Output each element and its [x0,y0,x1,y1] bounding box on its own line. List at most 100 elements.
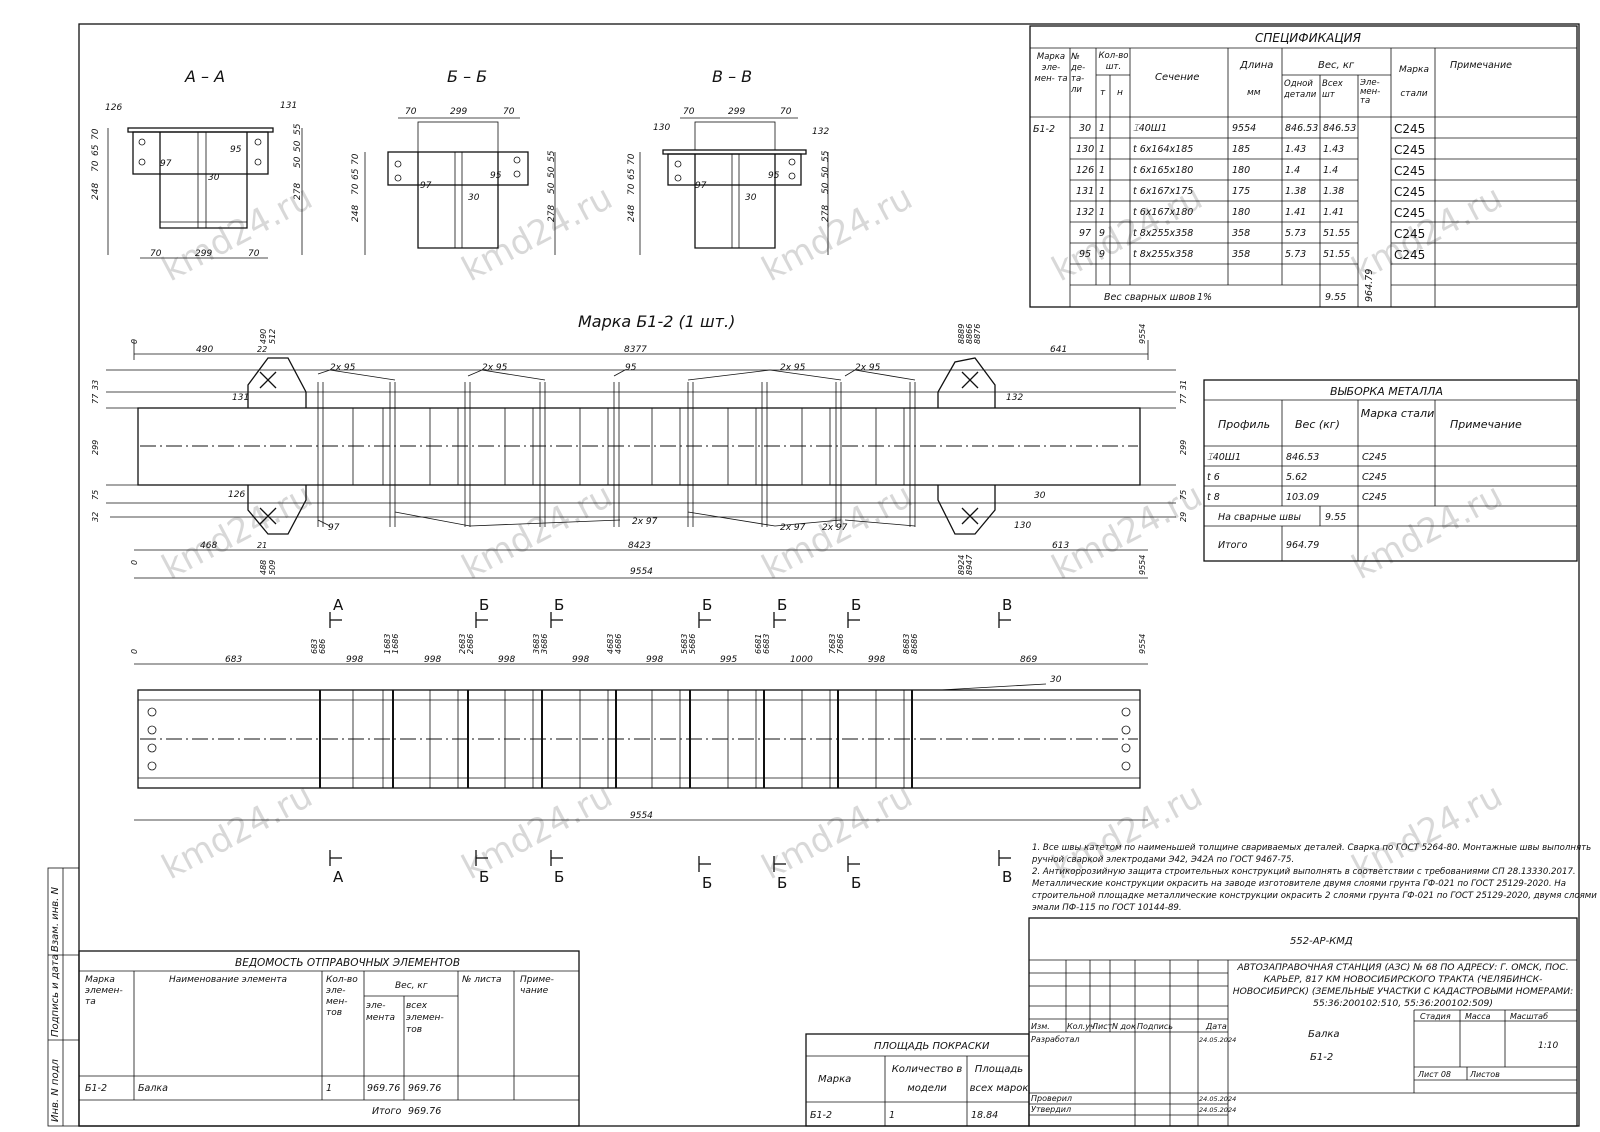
shipping-title: ВЕДОМОСТЬ ОТПРАВОЧНЫХ ЭЛЕМЕНТОВ [235,957,460,969]
dim-label: 2686 [466,634,475,654]
side-label-sign: Подпись и дата [50,954,61,1037]
dim-label: 70 [503,107,515,117]
callout: 95 [625,363,637,373]
dim-label: 299 [728,107,745,117]
cut-label: В [1002,596,1012,614]
stamp-title-1: Балка [1308,1029,1340,1040]
dim-label: 998 [498,655,515,665]
dim-label: 131 [280,101,297,111]
dim-label: 998 [646,655,663,665]
metal-weld-label: На сварные швы [1218,512,1302,523]
paint-header-mark: Марка [818,1074,851,1085]
dim-label: 998 [346,655,363,665]
dim-label: 509 [268,560,277,575]
dim-label: 0 [130,560,139,565]
metal-weld-value: 9.55 [1325,512,1346,523]
dim-label: 50 [821,182,831,194]
shipping-cell-name: Балка [138,1083,168,1094]
dim-label: 77 [91,393,100,404]
metal-row: ⌶40Ш1 846.53 С245 [1207,452,1387,463]
spec-cell-no: 132 [1076,207,1094,218]
spec-cell-all: 846.53 [1323,123,1356,134]
side-label-inv: Инв. N подл [50,1059,61,1122]
paint-header-area: Площадь всех марок [969,1064,1029,1094]
callout: 2х 95 [780,363,806,373]
spec-header-qty-t: т [1100,88,1106,98]
section-aa-title: А – А [184,67,225,86]
spec-cell-qty: 9 [1099,228,1105,239]
spec-cell-length: 180 [1232,207,1250,218]
dim-label: 65 [91,144,101,156]
stamp-role-date: 24.05.2024 [1199,1095,1236,1103]
dim-label: 29 [1179,512,1188,522]
dim-label: 70 [405,107,417,117]
stamp-col: N док [1112,1022,1136,1031]
spec-cell-length: 9554 [1232,123,1256,134]
shipping-header-w-el: эле- мента [366,1001,395,1023]
dim-label: 683 [310,639,319,654]
metal-total-label: Итого [1218,540,1247,551]
part-mark: 132 [1006,393,1023,403]
spec-header-qty-n: н [1117,88,1123,98]
dim-label: 686 [318,639,327,654]
dim-label: 8683 [902,634,911,654]
stamp-role: Проверил [1031,1094,1072,1103]
spec-header-note: Примечание [1450,60,1512,71]
dim-label: 299 [91,440,100,455]
shipping-header-w-all: всех элемен- тов [406,1001,444,1035]
part-mark: 30 [745,193,757,203]
watermark: kmd24.ru [755,776,919,888]
callout: 2х 97 [780,523,806,533]
dim-label: 22 [257,345,267,354]
dim-label: 50 [547,182,557,194]
spec-cell-qty: 1 [1099,144,1105,155]
dim-label: 3686 [540,634,549,654]
shipping-cell-mark: Б1-2 [85,1083,107,1094]
metal-row: t 8 103.09 С245 [1207,492,1387,503]
spec-cell-all: 51.55 [1323,249,1350,260]
spec-header-section: Сечение [1155,72,1199,83]
spec-cell-no: 126 [1076,165,1094,176]
dim-label: 9554 [1138,555,1147,575]
cut-label: А [333,868,344,886]
spec-cell-one: 1.43 [1285,144,1306,155]
stamp-role: Утвердил [1031,1105,1071,1114]
dim-label: 1000 [790,655,813,665]
metal-row: t 6 5.62 С245 [1207,472,1387,483]
stamp-sheets: Листов [1469,1070,1500,1079]
note-line: ручной сваркой электродами Э42, Э42А по … [1031,855,1294,865]
stamp-mass: Масса [1465,1012,1491,1021]
dim-label: 490 [259,329,268,344]
section-cut-markers: А Б Б Б Б Б В А Б Б Б Б Б В [329,596,1012,892]
dim-label: 299 [450,107,467,117]
dim-label: 75 [1179,490,1188,500]
spec-cell-steel: С245 [1394,122,1425,136]
spec-header-w-all: Всех шт [1322,79,1343,100]
dim-label: 70 [91,160,101,172]
shipping-cell-qty: 1 [326,1083,332,1094]
cut-label: Б [777,596,787,614]
section-aa: 126 131 70 65 70 248 55 50 50 278 97 30 … [91,101,303,259]
metal-cell-profile: t 8 [1207,492,1220,503]
part-mark: 126 [228,490,245,500]
shipping-header-mark: Марка элемен- та [85,975,123,1007]
spec-header-length: Длина [1239,60,1273,71]
dim-label: 8377 [624,345,647,355]
dim-label: 6681 [754,634,763,654]
spec-cell-length: 185 [1232,144,1250,155]
dim-label: 1683 [383,634,392,654]
spec-cell-steel: С245 [1394,248,1425,262]
cut-label: Б [851,874,861,892]
cut-label: Б [479,596,489,614]
dim-label: 21 [257,541,267,550]
cut-label: Б [851,596,861,614]
dim-label: 8947 [965,554,974,575]
plan-view: 490 22 490 512 8377 8889 8866 8876 641 9… [91,324,1188,579]
part-mark: 30 [468,193,480,203]
spec-cell-qty: 1 [1099,207,1105,218]
shipping-header-qty: Кол-во эле- мен- тов [326,975,358,1018]
spec-cell-one: 1.4 [1285,165,1300,176]
part-mark: 97 [695,181,707,191]
cut-label: Б [777,874,787,892]
spec-cell-section: t 8x255x358 [1133,249,1193,260]
